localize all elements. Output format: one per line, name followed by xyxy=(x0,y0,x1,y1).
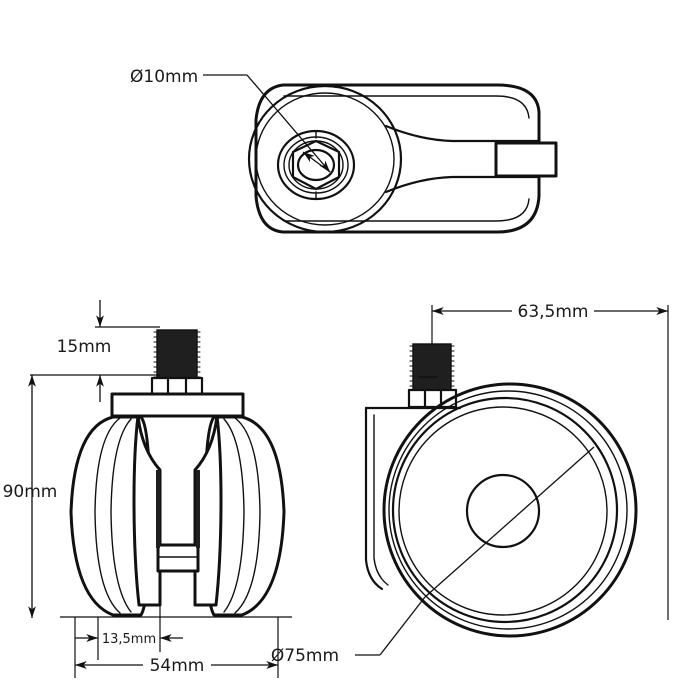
top-view-hex-socket xyxy=(291,139,341,191)
side-view-threaded-stem xyxy=(412,343,452,391)
stem-diameter-label: Ø10mm xyxy=(130,67,198,87)
side-view-housing-bracket xyxy=(364,406,384,591)
side-view-wheel-outer xyxy=(382,382,638,638)
front-view-thread-right xyxy=(196,331,201,378)
side-view-thread-left xyxy=(409,345,414,387)
front-view-axle-slot-left xyxy=(156,470,160,548)
top-view-swivel-disc xyxy=(247,84,403,234)
overall-depth-label-mask xyxy=(512,298,594,318)
front-view-wheel-right-inner1 xyxy=(234,417,261,614)
front-view-housing-plate xyxy=(110,392,245,418)
side-view-wheel-ring2 xyxy=(388,390,628,630)
front-view-wheel-right-inner2 xyxy=(223,418,245,613)
top-view-right-tab xyxy=(494,141,558,178)
front-view-fork-left-leg xyxy=(132,414,162,607)
side-view-housing-bracket-inner xyxy=(373,414,389,586)
top-view-arm-upper xyxy=(384,124,541,143)
top-view-body-bottom-offset xyxy=(283,198,530,222)
front-view-thread-left xyxy=(153,331,158,378)
stem-length-label: 15mm xyxy=(57,337,112,357)
stem-diameter-arrow-back xyxy=(302,151,331,173)
overall-depth-label: 63,5mm xyxy=(518,302,589,322)
top-view-bore xyxy=(296,148,336,182)
top-view-arm-lower xyxy=(384,175,541,194)
overall-width-label-text: 54mm xyxy=(150,656,205,676)
front-view-threaded-stem xyxy=(156,329,198,379)
stem-diameter-leader-diagonal xyxy=(246,74,331,173)
front-view-hub-bridge xyxy=(156,543,200,573)
front-view-wheel-left-inner2 xyxy=(110,418,132,613)
wheel-diameter-line xyxy=(424,446,595,598)
front-view-stem-collar xyxy=(150,376,204,397)
side-view-wheel-ring4 xyxy=(398,406,608,616)
front-view-dimensions: 15mm 90mm 13,5mm 54mm 54mm xyxy=(3,300,279,678)
front-view xyxy=(60,329,292,618)
side-view-dimensions: 63,5mm xyxy=(431,298,669,620)
front-view-axle-slot-right xyxy=(196,470,200,548)
side-view-thread-right xyxy=(450,345,455,387)
overall-width-label-mask xyxy=(143,652,211,672)
side-view-wheel-ring3 xyxy=(391,396,619,624)
top-view-swivel-disc-inner xyxy=(255,92,395,226)
fork-gap-label: 13,5mm xyxy=(102,632,156,647)
top-view-body-top-offset xyxy=(283,95,530,119)
wheel-diameter-label: Ø75mm xyxy=(271,646,339,666)
top-view-body-outline xyxy=(254,83,541,234)
front-view-wheel-left-inner1 xyxy=(94,417,121,614)
overall-height-label: 90mm xyxy=(3,482,58,502)
front-view-fork-right-leg xyxy=(193,414,223,607)
top-view: Ø10mm xyxy=(130,67,558,234)
wheel-diameter-leader-diagonal xyxy=(379,596,426,656)
side-view-wheel-hub xyxy=(465,473,541,549)
side-view: Ø75mm xyxy=(271,343,638,666)
